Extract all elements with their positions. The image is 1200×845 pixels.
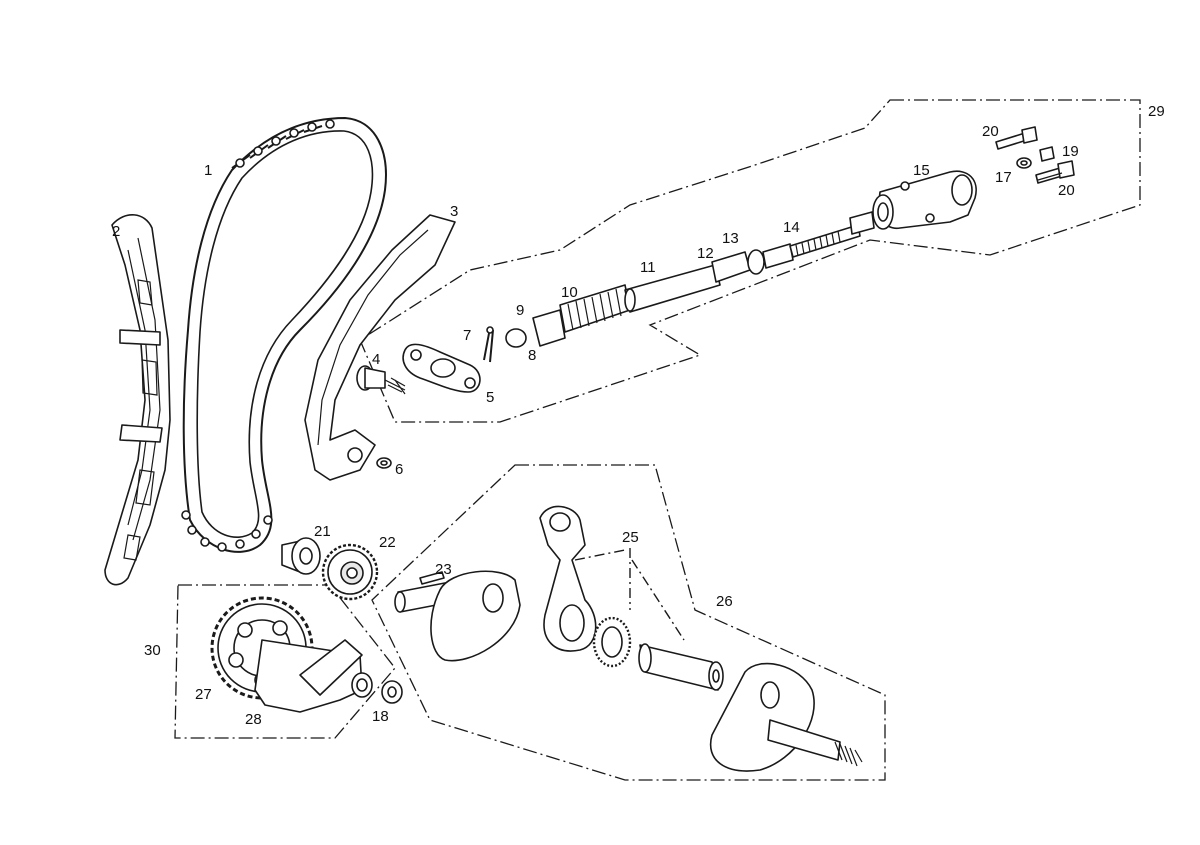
pivot-bolt-part-4	[356, 365, 406, 395]
callout-18: 18	[372, 708, 389, 725]
group-30-outline	[174, 584, 396, 739]
callout-1: 1	[204, 162, 212, 179]
callout-2: 2	[112, 223, 120, 240]
leader-26	[574, 549, 626, 561]
callout-3: 3	[450, 203, 458, 220]
fasteners-parts-17-19-20	[995, 126, 1075, 184]
key-part-23	[419, 571, 445, 585]
callout-26: 26	[716, 593, 733, 610]
callout-8: 8	[528, 347, 536, 364]
callout-12: 12	[697, 245, 714, 262]
callout-13: 13	[722, 230, 739, 247]
balancer-shaft-part-28	[254, 639, 373, 713]
callout-14: 14	[783, 219, 800, 236]
tensioner-plunger-parts-8-11	[505, 264, 721, 348]
callout-29: 29	[1148, 103, 1165, 120]
crankshaft-assembly-part-26	[394, 505, 863, 772]
callout-21: 21	[314, 523, 331, 540]
callout-11: 11	[640, 259, 656, 276]
callout-20-top: 20	[982, 123, 999, 140]
gasket-part-5	[402, 343, 481, 393]
sprocket-part-22	[321, 543, 379, 601]
chain-guide-part-2	[104, 214, 171, 586]
callout-7: 7	[463, 327, 471, 344]
callout-20-bottom: 20	[1058, 182, 1075, 199]
group-29-outline	[359, 99, 1141, 423]
callout-17: 17	[995, 169, 1012, 186]
callout-23: 23	[435, 561, 452, 578]
callout-25: 25	[622, 529, 639, 546]
pin-part-7	[483, 326, 494, 363]
callout-4: 4	[372, 351, 380, 368]
callout-5: 5	[486, 389, 494, 406]
tensioner-rod-parts-12-14	[711, 211, 875, 283]
callout-28: 28	[245, 711, 262, 728]
group-26-outline	[371, 464, 886, 781]
callout-30: 30	[144, 642, 161, 659]
callout-22: 22	[379, 534, 396, 551]
collar-part-21	[281, 537, 321, 575]
callout-6: 6	[395, 461, 403, 478]
callout-27: 27	[195, 686, 212, 703]
leader-25b	[631, 559, 685, 641]
washer-part-18	[381, 680, 403, 704]
washer-part-6	[376, 457, 392, 469]
callout-9: 9	[516, 302, 524, 319]
timing-chain-part-1	[181, 117, 387, 553]
tensioner-body-part-15	[872, 170, 977, 230]
callout-10: 10	[561, 284, 578, 301]
callout-19: 19	[1062, 143, 1079, 160]
tensioner-blade-part-3	[304, 214, 456, 481]
callout-15: 15	[913, 162, 930, 179]
